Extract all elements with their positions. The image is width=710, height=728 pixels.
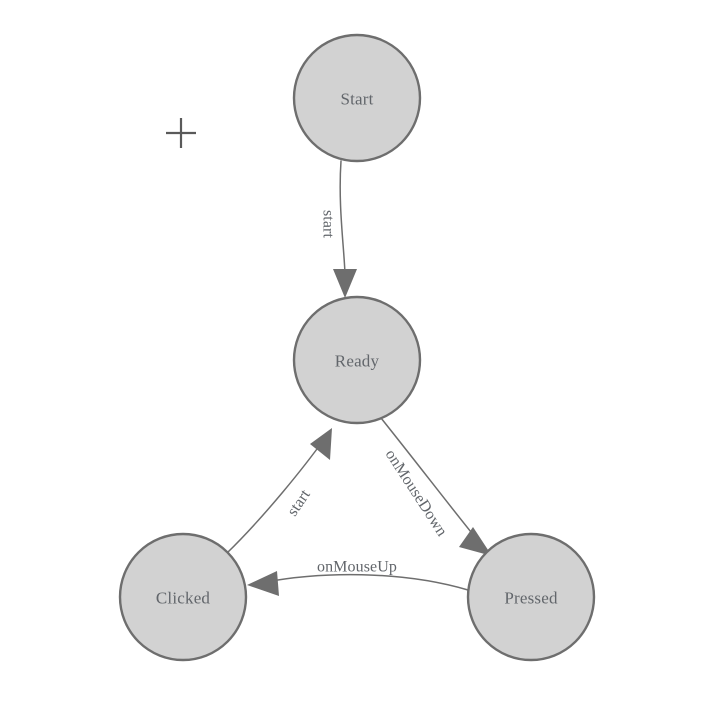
edge-line-start-to-ready <box>339 160 346 275</box>
edge-line-pressed-to-clicked <box>265 573 469 591</box>
node-start[interactable]: Start <box>292 33 422 163</box>
node-label-clicked: Clicked <box>156 589 211 608</box>
node-circle-clicked[interactable] <box>118 532 248 662</box>
node-circle-ready[interactable] <box>292 295 422 425</box>
edge-label-clicked-to-ready: start <box>284 486 314 519</box>
edge-clicked-to-ready[interactable]: start <box>226 428 332 554</box>
arrowhead-icon-clicked-to-ready <box>310 428 332 460</box>
node-ready[interactable]: Ready <box>292 295 422 425</box>
node-clicked[interactable]: Clicked <box>118 532 248 662</box>
node-label-start: Start <box>340 90 373 109</box>
arrowhead-icon-ready-to-pressed <box>459 527 492 556</box>
edge-pressed-to-clicked[interactable]: onMouseUp <box>247 559 469 597</box>
node-circle-pressed[interactable] <box>466 532 596 662</box>
crosshair-marker[interactable] <box>166 118 196 148</box>
arrowhead-icon-start-to-ready <box>333 269 357 298</box>
edge-start-to-ready[interactable]: start <box>320 160 358 298</box>
edge-label-start-to-ready: start <box>320 210 337 239</box>
node-label-ready: Ready <box>335 352 380 371</box>
markers-layer <box>166 118 196 148</box>
arrowhead-icon-pressed-to-clicked <box>247 571 279 596</box>
edge-ready-to-pressed[interactable]: onMouseDown <box>380 417 492 556</box>
node-label-pressed: Pressed <box>504 589 558 608</box>
edge-label-pressed-to-clicked: onMouseUp <box>317 559 397 576</box>
node-pressed[interactable]: Pressed <box>466 532 596 662</box>
node-circle-start[interactable] <box>292 33 422 163</box>
